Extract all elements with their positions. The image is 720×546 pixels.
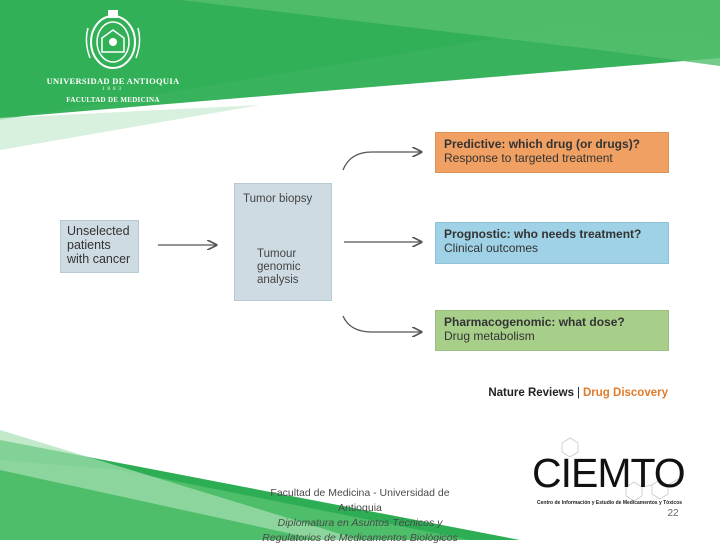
source-credit: Nature Reviews|Drug Discovery	[440, 387, 668, 399]
prognostic-box: Prognostic: who needs treatment? Clinica…	[435, 222, 669, 264]
predictive-detail: Response to targeted treatment	[444, 151, 613, 165]
predictive-box: Predictive: which drug (or drugs)? Respo…	[435, 132, 669, 173]
arrow-to-predictive	[342, 152, 421, 171]
slide-footer: Facultad de Medicina - Universidad de An…	[250, 486, 470, 546]
pharmacogenomic-box: Pharmacogenomic: what dose? Drug metabol…	[435, 310, 669, 351]
footer-faculty: Facultad de Medicina - Universidad de An…	[270, 487, 450, 514]
credit-journal: Nature Reviews	[488, 387, 574, 399]
university-seal-logo	[85, 10, 141, 69]
ciemto-logo: CIEMTO	[532, 450, 686, 496]
arrow-to-pharmacogenomic	[342, 315, 421, 332]
page-number: 22	[667, 508, 679, 519]
university-name: UNIVERSIDAD DE ANTIOQUIA	[46, 76, 180, 86]
pharmacogenomic-title: Pharmacogenomic: what dose?	[444, 315, 625, 329]
footer-program: Diplomatura en Asuntos Técnicos y Regula…	[262, 517, 458, 544]
unselected-patients-box: Unselected patients with cancer	[60, 220, 139, 273]
credit-separator: |	[576, 387, 580, 399]
tumor-biopsy-label: Tumor biopsy	[243, 193, 313, 205]
tumor-biopsy-box: Tumor biopsy Tumour genomic analysis	[234, 183, 332, 301]
prognostic-detail: Clinical outcomes	[444, 241, 539, 255]
genomic-analysis-label: Tumour genomic analysis	[257, 248, 301, 286]
pharmacogenomic-detail: Drug metabolism	[444, 329, 535, 343]
molecule-decoration-icon	[561, 437, 681, 502]
predictive-title: Predictive: which drug (or drugs)?	[444, 137, 641, 151]
university-year: 1803	[102, 87, 124, 92]
prognostic-title: Prognostic: who needs treatment?	[444, 227, 642, 241]
credit-section: Drug Discovery	[582, 387, 668, 399]
faculty-name: FACULTAD DE MEDICINA	[66, 96, 160, 104]
ciemto-subtitle: Centro de Información y Estudio de Medic…	[537, 500, 683, 506]
